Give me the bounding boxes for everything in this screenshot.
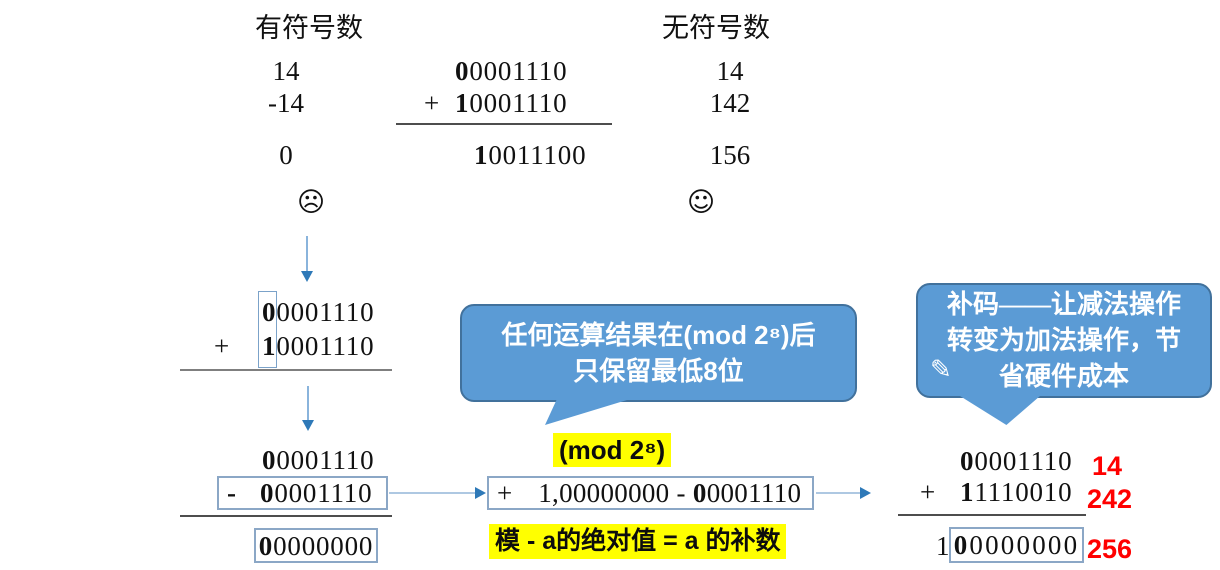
happy-face-icon: ☺ bbox=[687, 187, 716, 218]
bubble-comp-line2: 转变为加法操作，节 bbox=[946, 325, 1181, 355]
sum-line bbox=[898, 514, 1086, 516]
unsigned-value: 142 bbox=[709, 88, 751, 118]
binary-addend-1: 00001110 bbox=[960, 446, 1072, 476]
subtrahend-box: - 00001110 bbox=[217, 476, 388, 510]
bubble-comp-line1: 补码——让减法操作 bbox=[946, 289, 1181, 319]
magnitude-bits: 0011100 bbox=[488, 140, 587, 170]
decimal-value: 256 bbox=[1087, 534, 1133, 564]
sign-bit: 1 bbox=[474, 140, 489, 170]
pencil-icon: ✎ bbox=[930, 355, 952, 385]
magnitude-bits: 0001110 bbox=[974, 446, 1073, 476]
signed-header: 有符号数 bbox=[255, 13, 363, 43]
decimal-value: 14 bbox=[1092, 451, 1123, 481]
signed-result: 0 bbox=[279, 140, 293, 170]
sign-bit: 0 bbox=[692, 478, 707, 508]
unsigned-value: 14 bbox=[716, 56, 744, 86]
sign-bit: 1 bbox=[455, 88, 470, 118]
signed-value: 14 bbox=[272, 56, 300, 86]
signed-value: -14 bbox=[268, 88, 304, 118]
bubble-mod-tail bbox=[545, 400, 627, 425]
plus-operator: + bbox=[920, 477, 936, 507]
unsigned-header: 无符号数 bbox=[662, 13, 770, 43]
binary-subtrahend: 00001110 bbox=[260, 478, 372, 508]
binary-addend-1: 00001110 bbox=[455, 56, 567, 86]
bubble-mod-line2: 只保留最低8位 bbox=[573, 356, 744, 386]
magnitude-bits: 0001110 bbox=[706, 478, 802, 508]
magnitude-bits: 0001110 bbox=[276, 331, 375, 361]
sign-bit: 0 bbox=[455, 56, 470, 86]
sign-bit: 0 bbox=[262, 297, 277, 327]
sign-bit: 0 bbox=[262, 445, 277, 475]
complement-formula: 模 - a的绝对值 = a 的补数 bbox=[489, 524, 787, 559]
modulus-part: 1,00000000 - bbox=[538, 478, 693, 508]
sign-bit: 0 bbox=[960, 446, 975, 476]
magnitude-bits: 1110010 bbox=[974, 477, 1073, 507]
magnitude-bits: 0001110 bbox=[274, 478, 373, 508]
sign-bit: 1 bbox=[262, 331, 277, 361]
magnitude-bits: 0001110 bbox=[469, 88, 568, 118]
binary-result: 00000000 bbox=[259, 531, 373, 561]
magnitude-bits: 0001110 bbox=[469, 56, 568, 86]
decimal-value: 242 bbox=[1087, 484, 1133, 514]
result-box: 00000000 bbox=[949, 527, 1084, 563]
sign-bit: 0 bbox=[953, 530, 970, 560]
magnitude-bits: 0001110 bbox=[276, 297, 375, 327]
sum-line bbox=[396, 123, 612, 125]
complement-expression: 1,00000000 - 00001110 bbox=[538, 478, 801, 508]
binary-result: 00000000 bbox=[954, 530, 1080, 560]
expression-box: + 1,00000000 - 00001110 bbox=[487, 476, 814, 510]
bubble-complement-tail bbox=[960, 396, 1040, 425]
sum-line bbox=[180, 369, 392, 371]
binary-addend-2: 10001110 bbox=[455, 88, 567, 118]
speech-bubble-complement: 补码——让减法操作 转变为加法操作，节 省硬件成本 ✎ bbox=[916, 283, 1212, 398]
plus-operator: + bbox=[497, 478, 513, 508]
binary-addend-2: 10001110 bbox=[262, 331, 374, 361]
result-box: 00000000 bbox=[254, 528, 378, 563]
sign-bit: 1 bbox=[960, 477, 975, 507]
sad-face-icon: ☹ bbox=[297, 187, 326, 218]
binary-minuend: 00001110 bbox=[262, 445, 374, 475]
sign-bit-highlight-box bbox=[258, 291, 277, 368]
binary-addend-2: 11110010 bbox=[960, 477, 1072, 507]
magnitude-bits: 0000000 bbox=[969, 530, 1080, 560]
plus-operator: + bbox=[214, 331, 230, 361]
minus-operator: - bbox=[227, 478, 236, 508]
binary-addend-1: 00001110 bbox=[262, 297, 374, 327]
unsigned-result: 156 bbox=[709, 140, 751, 170]
sign-bit: 0 bbox=[260, 478, 275, 508]
carry-bit: 1 bbox=[936, 531, 951, 561]
speech-bubble-mod: 任何运算结果在(mod 2⁸)后 只保留最低8位 bbox=[460, 304, 857, 402]
sum-line bbox=[180, 515, 392, 517]
magnitude-bits: 0000000 bbox=[273, 530, 374, 561]
bubble-comp-line3: 省硬件成本 bbox=[998, 361, 1129, 391]
mod-label: (mod 2⁸) bbox=[553, 433, 672, 467]
sign-bit: 0 bbox=[258, 530, 274, 561]
magnitude-bits: 0001110 bbox=[276, 445, 375, 475]
binary-result: 10011100 bbox=[474, 140, 586, 170]
bubble-mod-line1: 任何运算结果在(mod 2⁸)后 bbox=[501, 320, 816, 350]
plus-operator: + bbox=[424, 88, 440, 118]
